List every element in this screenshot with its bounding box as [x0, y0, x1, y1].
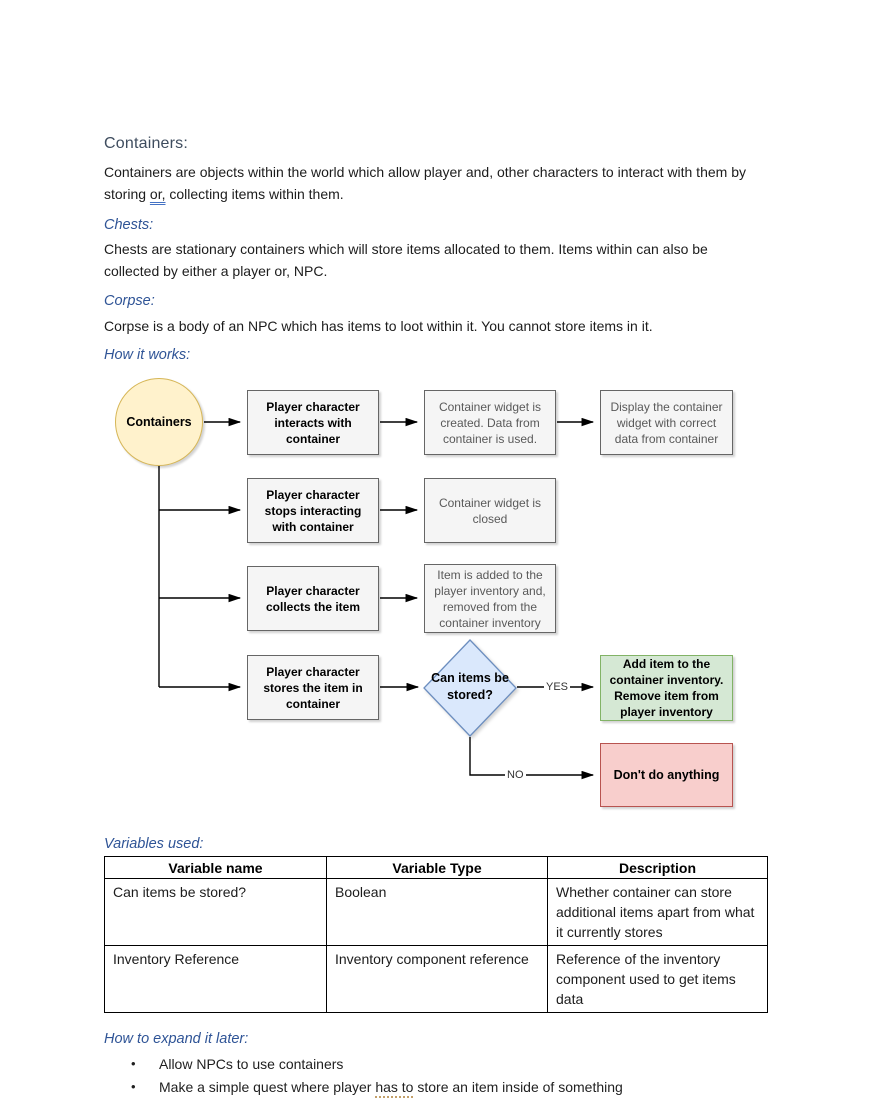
flow-node-stops-interacting: Player character stops interacting with … — [247, 478, 379, 543]
cell-description: Reference of the inventory component use… — [547, 945, 768, 1013]
cell-variable-name: Can items be stored? — [104, 878, 327, 946]
paragraph-containers-text-after: collecting items within them. — [165, 186, 344, 202]
table-header-row: Variable name Variable Type Description — [104, 856, 768, 879]
flow-node-interacts: Player character interacts with containe… — [247, 390, 379, 455]
cell-variable-type: Inventory component reference — [326, 945, 548, 1013]
heading-chests: Chests: — [104, 217, 154, 233]
bullet-text-npcs: Allow NPCs to use containers — [159, 1056, 344, 1072]
flow-node-start: Containers — [115, 378, 203, 466]
column-header-variable-type: Variable Type — [326, 856, 548, 879]
paragraph-containers-text: Containers are objects within the world … — [104, 164, 746, 202]
bullet-quest-before: Make a simple quest where player — [159, 1079, 376, 1095]
paragraph-containers: Containers are objects within the world … — [104, 161, 759, 205]
heading-corpse: Corpse: — [104, 293, 155, 309]
table-row: Can items be stored? Boolean Whether con… — [104, 878, 768, 946]
flow-node-item-added: Item is added to the player inventory an… — [424, 564, 556, 633]
bullet-icon: • — [131, 1079, 136, 1094]
column-header-variable-name: Variable name — [104, 856, 327, 879]
edge-label-yes: YES — [544, 681, 571, 694]
flow-node-stores-item: Player character stores the item in cont… — [247, 655, 379, 720]
flowchart-diagram: Containers Player character interacts wi… — [0, 370, 871, 820]
table-row: Inventory Reference Inventory component … — [104, 945, 768, 1013]
flow-node-yes-result: Add item to the container inventory. Rem… — [600, 655, 733, 721]
flow-node-decision-label: Can items be stored? — [431, 671, 509, 702]
bullet-text-quest: Make a simple quest where player has to … — [159, 1076, 623, 1098]
bullet-quest-after: store an item inside of something — [413, 1079, 623, 1095]
heading-expand-later: How to expand it later: — [104, 1031, 249, 1047]
flow-node-collects-item: Player character collects the item — [247, 566, 379, 631]
heading-variables-used: Variables used: — [104, 836, 204, 852]
paragraph-chests: Chests are stationary containers which w… — [104, 241, 708, 279]
column-header-description: Description — [547, 856, 768, 879]
cell-description: Whether container can store additional i… — [547, 878, 768, 946]
paragraph-corpse: Corpse is a body of an NPC which has ite… — [104, 318, 653, 334]
arrow-no-branch — [469, 737, 595, 780]
list-item: • Make a simple quest where player has t… — [131, 1076, 751, 1098]
decision-diamond-shape — [423, 639, 517, 737]
edge-label-no: NO — [505, 769, 526, 782]
variables-table: Variable name Variable Type Description … — [104, 856, 768, 1013]
heading-containers: Containers: — [104, 135, 189, 152]
cell-variable-type: Boolean — [326, 878, 548, 946]
heading-how-it-works: How it works: — [104, 347, 191, 363]
cell-variable-name: Inventory Reference — [104, 945, 327, 1013]
flow-node-widget-closed: Container widget is closed — [424, 478, 556, 543]
bullet-icon: • — [131, 1056, 136, 1071]
flow-node-display-widget: Display the container widget with correc… — [600, 390, 733, 455]
spellcheck-underline-has-to: has to — [375, 1079, 414, 1098]
list-item: • Allow NPCs to use containers — [131, 1053, 751, 1075]
grammar-underline-or: or, — [149, 186, 166, 202]
flow-node-no-result: Don't do anything — [600, 743, 733, 807]
flow-node-widget-created: Container widget is created. Data from c… — [424, 390, 556, 455]
